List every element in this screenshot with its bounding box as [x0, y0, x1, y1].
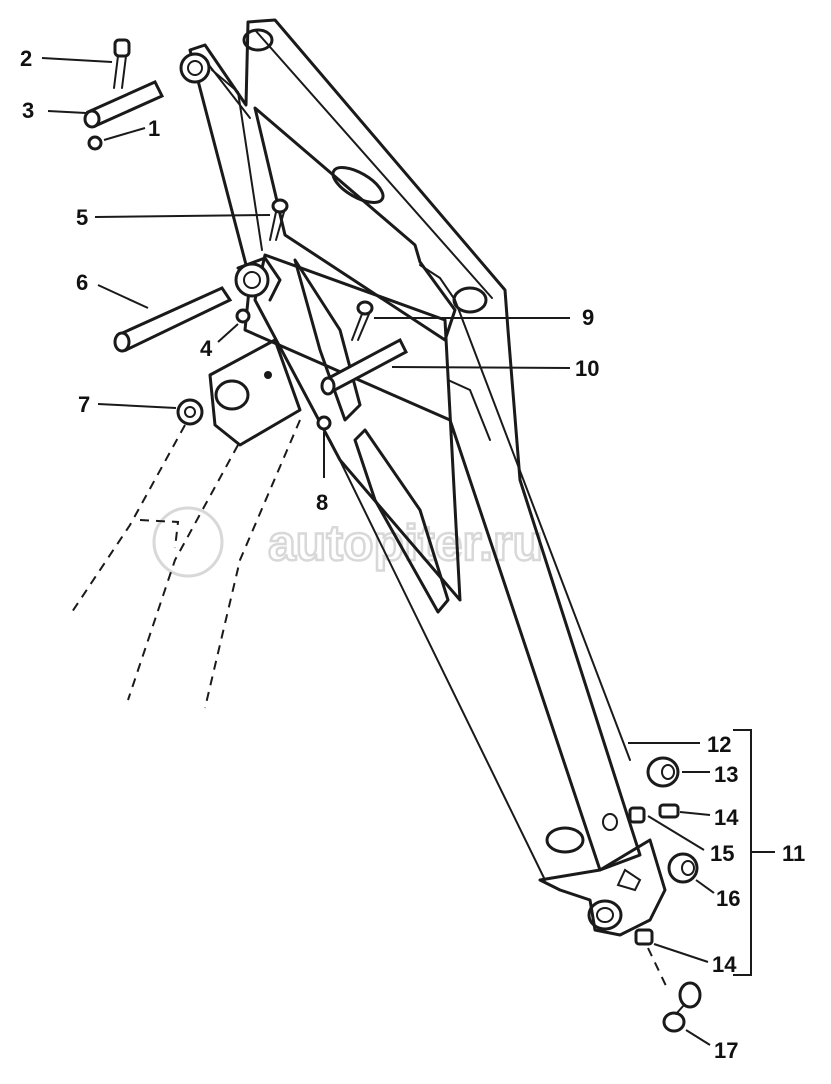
nut-part-4: [235, 308, 251, 324]
boom-arm: [188, 18, 667, 937]
grease-fitting-part-14a: [658, 803, 680, 819]
bushing-part-16: [667, 852, 699, 884]
label-1: 1: [148, 116, 160, 141]
label-8: 8: [316, 490, 328, 515]
label-16: 16: [716, 886, 740, 911]
label-2: 2: [20, 46, 32, 71]
watermark: autopiter.ru: [152, 506, 544, 578]
watermark-text: autopiter.ru: [268, 515, 543, 571]
callout-labels: 2 3 1 5 6 4 7 9 10 8 12 13 14 15 11 16 1…: [20, 46, 805, 1063]
leader-lines: [41, 57, 775, 1046]
label-5: 5: [76, 205, 88, 230]
label-6: 6: [76, 270, 88, 295]
cap-part-17: [662, 981, 702, 1033]
label-15: 15: [710, 841, 734, 866]
bolt-part-5: [269, 198, 289, 241]
label-9: 9: [582, 305, 594, 330]
pin-part-10: [320, 337, 408, 396]
label-4: 4: [200, 336, 213, 361]
nut-part-1: [87, 135, 103, 151]
bolt-part-2: [113, 38, 131, 89]
label-12: 12: [707, 732, 731, 757]
pin-part-6: [113, 286, 233, 353]
mounting-bracket: [208, 338, 302, 447]
label-17: 17: [714, 1038, 738, 1063]
nut-part-8: [316, 415, 332, 431]
pin-part-3: [83, 80, 165, 129]
label-11: 11: [782, 841, 805, 866]
label-10: 10: [575, 356, 599, 381]
bolt-part-9: [351, 300, 374, 341]
bushing-part-13: [646, 756, 680, 788]
grease-fitting-part-15: [628, 806, 646, 824]
grease-fitting-part-14b: [634, 928, 654, 946]
label-7: 7: [78, 392, 90, 417]
label-3: 3: [22, 98, 34, 123]
parts: [83, 38, 702, 1033]
label-13: 13: [714, 762, 738, 787]
bushing-part-7: [176, 398, 204, 426]
top-boss: [179, 52, 211, 84]
frame-dashed-outline: [69, 419, 301, 709]
label-14-top: 14: [714, 805, 739, 830]
label-14-bottom: 14: [712, 952, 737, 977]
